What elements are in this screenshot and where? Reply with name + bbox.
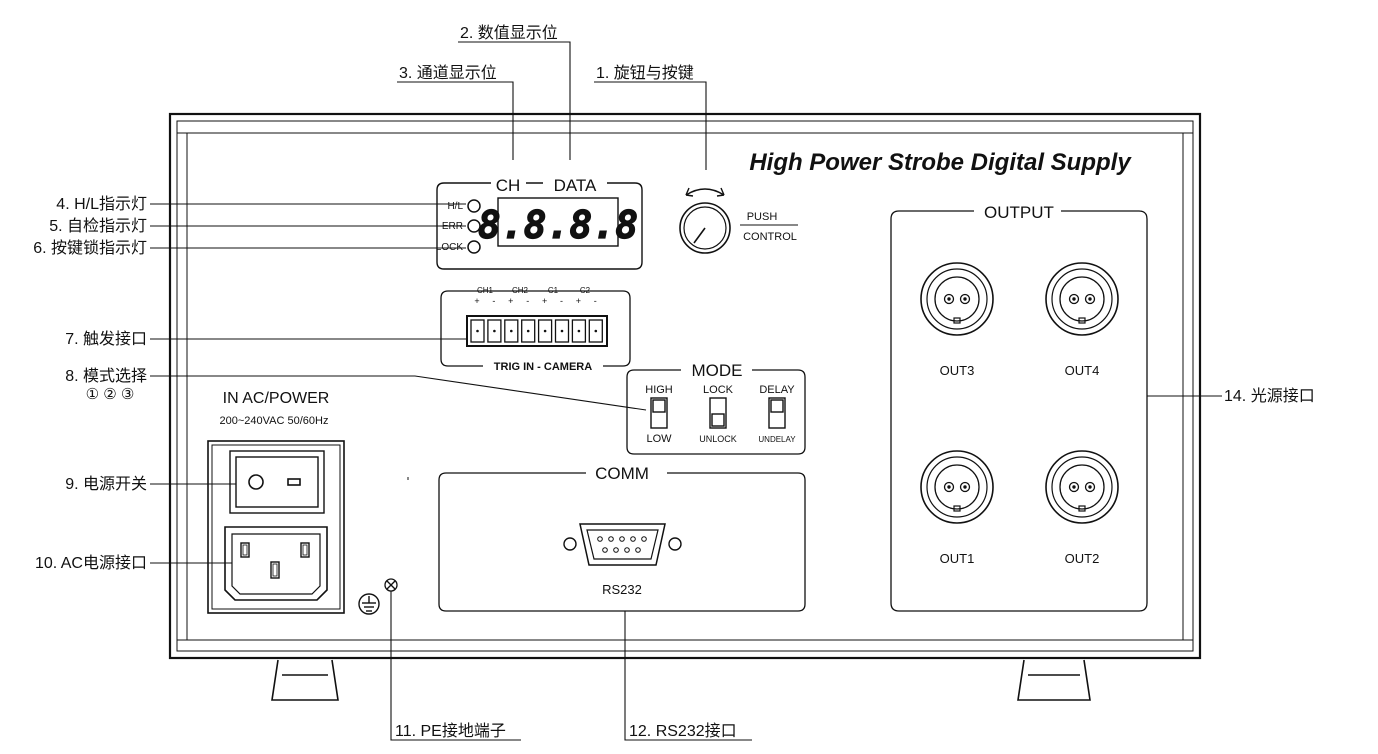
callout-9: 9. 电源开关: [65, 475, 147, 493]
mode-switch-delay-undelay[interactable]: [768, 397, 786, 429]
mode-switch-lock-unlock[interactable]: [709, 397, 727, 429]
err-led-icon: [467, 219, 481, 233]
callout-12: 12. RS232接口: [629, 722, 737, 740]
mode-sw1-bottom-label: LOW: [646, 433, 672, 445]
trigger-pin: [588, 319, 603, 343]
mode-sw1-top-label: HIGH: [645, 384, 673, 396]
output-connector-icon: [1045, 262, 1119, 336]
data-label: DATA: [554, 176, 597, 195]
callout-1: 1. 旋钮与按键: [596, 64, 694, 82]
comm-title: COMM: [595, 464, 649, 483]
trigger-polarity-label: +: [542, 296, 547, 306]
trigger-terminal-block: [466, 315, 608, 347]
callout-6: 6. 按键锁指示灯: [33, 239, 147, 257]
callout-lines: [150, 41, 1222, 741]
output-connector-icon: [920, 450, 994, 524]
mode-sw2-bottom-label: UNLOCK: [699, 434, 737, 444]
trig-c1-label: C1: [548, 286, 559, 295]
trigger-caption: TRIG IN - CAMERA: [494, 361, 592, 373]
mode-sw3-bottom-label: UNDELAY: [758, 435, 796, 444]
callout-5: 5. 自检指示灯: [49, 217, 147, 235]
power-rating: 200~240VAC 50/60Hz: [220, 415, 329, 427]
callout-14: 14. 光源接口: [1224, 387, 1315, 405]
trigger-pin: [537, 319, 553, 343]
mode-sw3-top-label: DELAY: [759, 384, 795, 396]
ground-symbol-icon: [358, 593, 380, 615]
trig-ch2-label: CH2: [512, 286, 529, 295]
rotate-arrow-icon: [685, 187, 725, 197]
trig-ch1-label: CH1: [477, 286, 494, 295]
callout-3: 3. 通道显示位: [399, 64, 497, 82]
trigger-polarity-label: -: [560, 296, 563, 306]
callout-10: 10. AC电源接口: [35, 554, 147, 572]
callout-7: 7. 触发接口: [65, 330, 147, 348]
output-title: OUTPUT: [984, 203, 1054, 222]
output-port-label: OUT4: [1065, 363, 1100, 378]
output-connector-icon: [920, 262, 994, 336]
power-title: IN AC/POWER: [223, 390, 330, 407]
comm-panel: [438, 472, 806, 612]
mode-sw2-top-label: LOCK: [703, 384, 734, 396]
power-switch[interactable]: [229, 450, 325, 514]
output-connector-icon: [1045, 450, 1119, 524]
control-label: CONTROL: [743, 231, 797, 243]
trigger-polarity-labels: + - + - + - + -: [474, 296, 596, 306]
power-module: [207, 440, 345, 614]
output-port-label: OUT3: [940, 363, 975, 378]
device-feet: [271, 659, 1091, 701]
callout-8-sub: ① ② ③: [86, 386, 135, 403]
rs232-connector-icon: [563, 523, 682, 566]
callout-11: 11. PE接地端子: [395, 722, 506, 740]
trigger-pin: [554, 319, 570, 343]
ch-label: CH: [496, 176, 521, 195]
output-port-label: OUT1: [940, 551, 975, 566]
trigger-panel: [440, 290, 631, 367]
trigger-pins: [470, 319, 603, 343]
trigger-polarity-label: -: [492, 296, 495, 306]
trigger-polarity-label: -: [526, 296, 529, 306]
push-label: PUSH: [747, 211, 778, 223]
trigger-pin: [504, 319, 519, 343]
hl-led-label: H/L: [447, 201, 463, 212]
lock-led-icon: [467, 240, 481, 254]
mode-title: MODE: [692, 361, 743, 380]
trigger-polarity-label: +: [576, 296, 581, 306]
display-panel: [436, 182, 643, 270]
trigger-pin: [470, 319, 485, 343]
trigger-polarity-label: -: [594, 296, 597, 306]
rs232-label: RS232: [602, 582, 642, 597]
trigger-pin: [571, 319, 587, 343]
trigger-pin: [521, 319, 536, 343]
ac-power-socket-icon: [224, 526, 328, 601]
control-knob[interactable]: [679, 202, 731, 254]
trig-c2-label: C2: [580, 286, 591, 295]
output-port-label: OUT2: [1065, 551, 1100, 566]
device-title: High Power Strobe Digital Supply: [749, 149, 1132, 176]
trigger-pin: [487, 319, 502, 343]
device-chassis: [168, 112, 1202, 660]
hl-led-icon: [467, 199, 481, 213]
trigger-polarity-label: +: [508, 296, 513, 306]
mode-panel: [626, 369, 806, 455]
seven-segment-display: 8.8.8.8: [478, 203, 638, 247]
trigger-polarity-label: +: [474, 296, 479, 306]
callout-8: 8. 模式选择: [65, 367, 147, 385]
output-panel: [890, 210, 1148, 612]
callout-4: 4. H/L指示灯: [56, 195, 147, 213]
callout-2: 2. 数值显示位: [460, 24, 558, 42]
pe-ground-terminal: [384, 578, 398, 592]
mode-switch-high-low[interactable]: [650, 397, 668, 429]
